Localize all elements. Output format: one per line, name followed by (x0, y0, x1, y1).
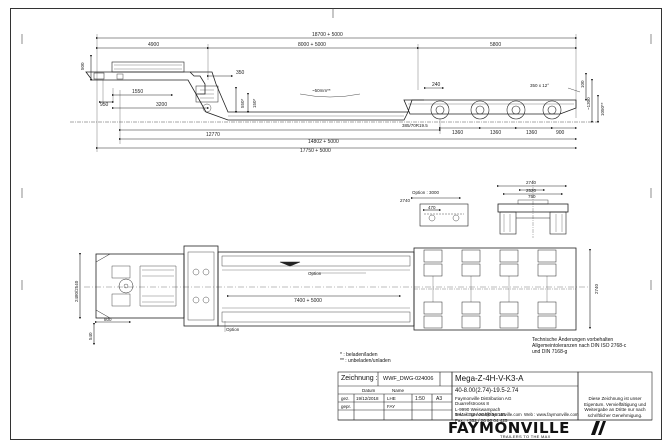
gez-name: LHE (387, 396, 396, 401)
company-name: Faymonville Distribution AG (455, 396, 512, 401)
dim-1360-a: 1360 (452, 130, 463, 136)
company-address2: L-9990 Weiswampach (455, 406, 501, 412)
rear-view (496, 180, 569, 238)
option-length: Option : 3000 (412, 190, 440, 195)
side-view-dimensions: 18700 + 5000 4900 8000 + 5000 5800 500 1… (80, 32, 605, 154)
dim-350: 350 (236, 70, 245, 76)
company-tel: Tel.: +352 / 26 90 04 155 (455, 412, 506, 418)
dim-550: 550* (240, 98, 245, 108)
dim-tyre: 385/70R19.5 (402, 123, 428, 128)
company-fax: Fax.: +352 / 26 90 04 425 (455, 417, 508, 423)
scale: 1:50 (415, 396, 425, 402)
plan-option-top: Option (308, 271, 322, 276)
logo-emblem-icon (591, 421, 606, 435)
zeichnung-label: Zeichnung : (341, 375, 378, 382)
contact-online: E-Mail : general@faymonville.com (455, 412, 522, 417)
dim-deck-height: ~50mm** (312, 88, 331, 93)
company-email: E-Mail : general@faymonville.com (455, 412, 522, 417)
col-datum: Datum (362, 388, 376, 393)
dim-rear: 5800 (490, 42, 501, 48)
side-view (70, 34, 600, 152)
tech-note-line2: Allgemeintoleranzen nach DIN ISO 2768-c (532, 343, 627, 349)
logo-tagline: TRAILERS TO THE MAX (500, 434, 551, 439)
company-web: Web : www.faymonville.com (524, 412, 579, 417)
dim-rear-750: 750 (528, 194, 536, 199)
dim-1360-c: 1360 (526, 130, 537, 136)
plan-option-bottom: Option (226, 327, 240, 332)
dim-overall: 18700 + 5000 (312, 32, 343, 38)
tech-note: Technische Änderungen vorbehalten Allgem… (532, 337, 626, 355)
legend: * : beladen/laden ** : unbeladen/unladen (340, 352, 391, 364)
dim-1050: 1050** (600, 102, 605, 116)
row-gep: gepr. (341, 404, 352, 409)
legend-laden: * : beladen/laden (340, 352, 378, 358)
model-spec: 40-8.00(2.74)-19.5-2.74 (455, 388, 519, 394)
rear-view-dims: 2740 2520 750 (526, 180, 537, 199)
option-view-text: Option : 3000 2740 470 (400, 190, 440, 210)
company-address1: Duarrefstrooss 8 (455, 401, 489, 407)
plan-view (78, 245, 592, 346)
model-name: Mega-Z-4H-V-K3-A (455, 374, 524, 383)
tech-note-line3: und DIN 7168-g (532, 349, 568, 355)
dim-rear-2520: 2520 (526, 188, 537, 193)
dim-1300: ~1300 (586, 97, 591, 110)
dim-900: 900 (556, 130, 565, 136)
plan-view-text: Option 7400 + 5000 Option 2480/2540 540 … (74, 271, 599, 340)
plan-right-width: 2740 (594, 283, 599, 294)
dim-1550: 1550 (132, 89, 143, 95)
paper-format: A3 (436, 396, 443, 402)
frame-marks (21, 8, 652, 290)
gez-date: 19/12/2018 (356, 396, 379, 401)
dim-gooseneck: 4900 (148, 42, 159, 48)
dim-950: 950 (100, 102, 109, 108)
dim-1360-b: 1360 (490, 130, 501, 136)
col-name: Name (392, 388, 405, 393)
drawing-frame (10, 8, 662, 440)
plan-540: 540 (88, 332, 93, 340)
contact-web-wrap: Web : www.faymonville.com (524, 412, 579, 417)
zeichnung-number: WWF_DWG-024006 (383, 376, 434, 382)
company-block: Faymonville Distribution AG Duarrefstroo… (455, 396, 511, 423)
dim-350x12: 350 x 12° (530, 83, 549, 88)
legend-unladen: ** : unbeladen/unladen (340, 358, 391, 364)
dim-12770: 12770 (206, 132, 220, 138)
logo-wordmark: FAYMONVILLE (448, 419, 570, 437)
dim-neck-height: 500 (80, 62, 85, 70)
dim-total-1: 14802 + 5000 (308, 139, 339, 145)
plan-800: 800 (104, 317, 112, 322)
dim-150: 150* (252, 98, 257, 108)
row-gez: gez. (341, 396, 350, 401)
dim-deck: 8000 + 5000 (298, 42, 326, 48)
option-470: 470 (428, 205, 436, 210)
option-2740: 2740 (400, 198, 411, 203)
dim-total-2: 17750 + 5000 (300, 148, 331, 154)
faymonville-logo: FAYMONVILLE TRAILERS TO THE MAX (448, 419, 622, 439)
plan-deck-width: 7400 + 5000 (294, 298, 322, 304)
dim-rear-2740: 2740 (526, 180, 537, 185)
copyright-note: Diese Zeichnung ist unser Eigentum. Verv… (583, 396, 647, 418)
dim-240: 240 (432, 82, 441, 88)
dim-3200: 3200 (156, 102, 167, 108)
gep-name: FAY (387, 404, 396, 409)
dim-100: 100 (580, 80, 585, 88)
title-block-grid (337, 371, 653, 421)
tech-note-line1: Technische Änderungen vorbehalten (532, 337, 614, 343)
option-view (410, 196, 469, 227)
plan-left-width: 2480/2540 (74, 280, 79, 302)
